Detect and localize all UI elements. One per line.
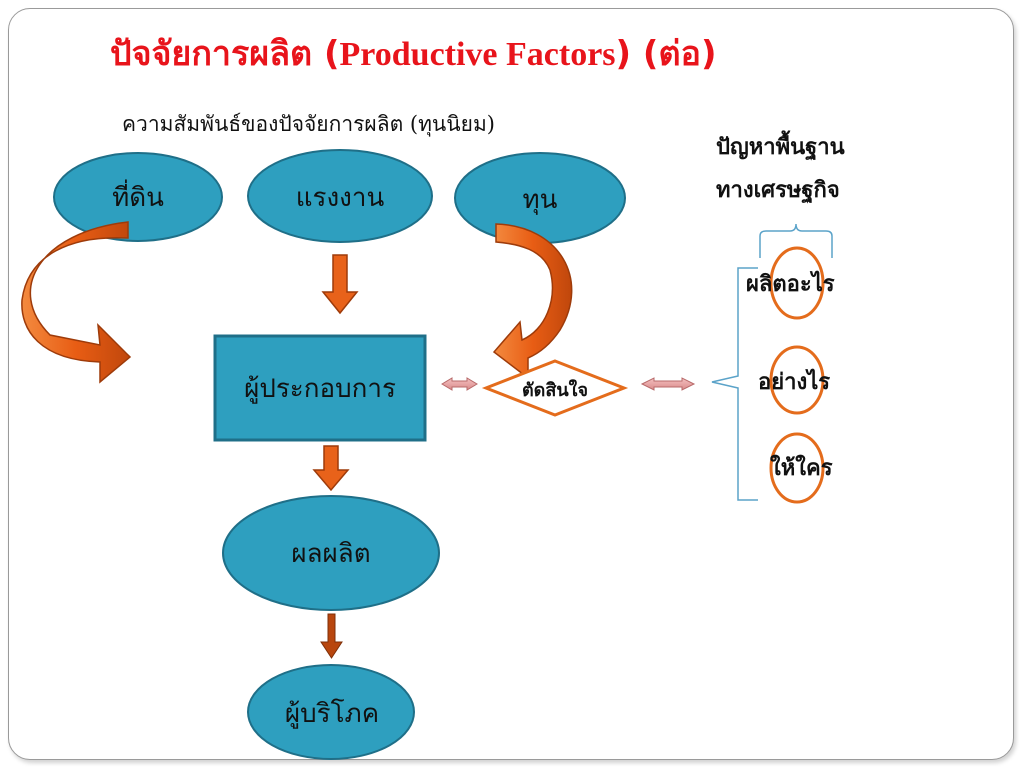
consumer-node [247, 664, 415, 760]
decision-node [481, 359, 629, 417]
left-bracket [711, 267, 758, 501]
output-node [222, 495, 440, 611]
what-circle [769, 246, 825, 320]
decision-problems-arrow [640, 377, 696, 391]
problems-heading-line1: ปัญหาพื้นฐาน [716, 134, 845, 160]
labor-label: แรงงาน [295, 182, 385, 213]
labor-node [247, 149, 433, 243]
decision-label: ตัดสินใจ [521, 379, 588, 401]
output-label: ผลผลิต [291, 538, 371, 569]
title-english: Productive Factors [339, 36, 616, 73]
entrepreneur-down-arrow [312, 445, 350, 492]
problems-heading: ปัญหาพื้นฐาน ทางเศรษฐกิจ [716, 126, 916, 212]
problem-how: อย่างไร [758, 369, 831, 395]
diagram-subtitle: ความสัมพันธ์ของปัจจัยการผลิต (ทุนนิยม) [122, 112, 495, 136]
capital-curved-arrow [492, 223, 573, 380]
land-curved-arrow [21, 221, 132, 384]
land-node [53, 152, 223, 242]
land-label: ที่ดิน [112, 182, 164, 213]
title-suffix: ) (ต่อ) [615, 34, 717, 74]
entrepreneur-node [213, 334, 427, 442]
labor-down-arrow [321, 254, 359, 315]
slide-title: ปัจจัยการผลิต (Productive Factors) (ต่อ) [110, 26, 910, 80]
for-whom-circle [769, 432, 825, 504]
problem-for-whom: ให้ใคร [770, 455, 833, 481]
how-circle [769, 345, 825, 415]
capital-label: ทุน [522, 184, 558, 215]
entrepreneur-label: ผู้ประกอบการ [244, 373, 396, 404]
entrepreneur-decision-arrow [441, 377, 478, 391]
problems-heading-line2: ทางเศรษฐกิจ [716, 177, 840, 203]
output-down-arrow [320, 613, 343, 659]
consumer-label: ผู้บริโภค [284, 698, 380, 729]
problem-what: ผลิตอะไร [746, 271, 835, 297]
title-thai: ปัจจัยการผลิต ( [110, 34, 340, 74]
top-brace [759, 223, 833, 258]
